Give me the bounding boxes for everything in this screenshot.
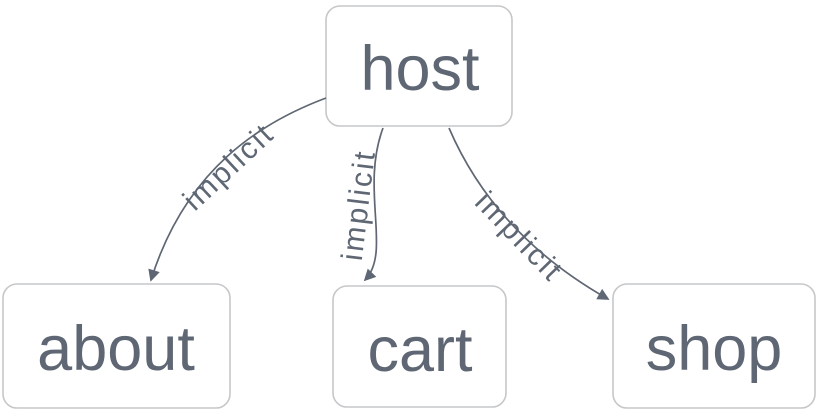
edge-host-about xyxy=(148,97,327,282)
node-host[interactable]: host xyxy=(325,5,513,127)
node-shop-label: shop xyxy=(646,314,783,384)
edge-host-shop-label: implicit xyxy=(468,185,569,288)
node-cart[interactable]: cart xyxy=(332,285,507,408)
node-about-box[interactable] xyxy=(2,283,231,409)
edge-host-shop xyxy=(448,127,610,300)
node-shop-box[interactable] xyxy=(612,283,816,409)
node-about-label: about xyxy=(37,314,195,384)
node-host-box[interactable] xyxy=(325,5,513,127)
node-host-label: host xyxy=(360,34,480,104)
node-cart-label: cart xyxy=(367,315,473,385)
edge-host-cart xyxy=(363,127,384,282)
edge-host-about-label: implicit xyxy=(177,117,281,217)
node-cart-box[interactable] xyxy=(332,285,507,408)
node-about[interactable]: about xyxy=(2,283,231,409)
node-shop[interactable]: shop xyxy=(612,283,816,409)
